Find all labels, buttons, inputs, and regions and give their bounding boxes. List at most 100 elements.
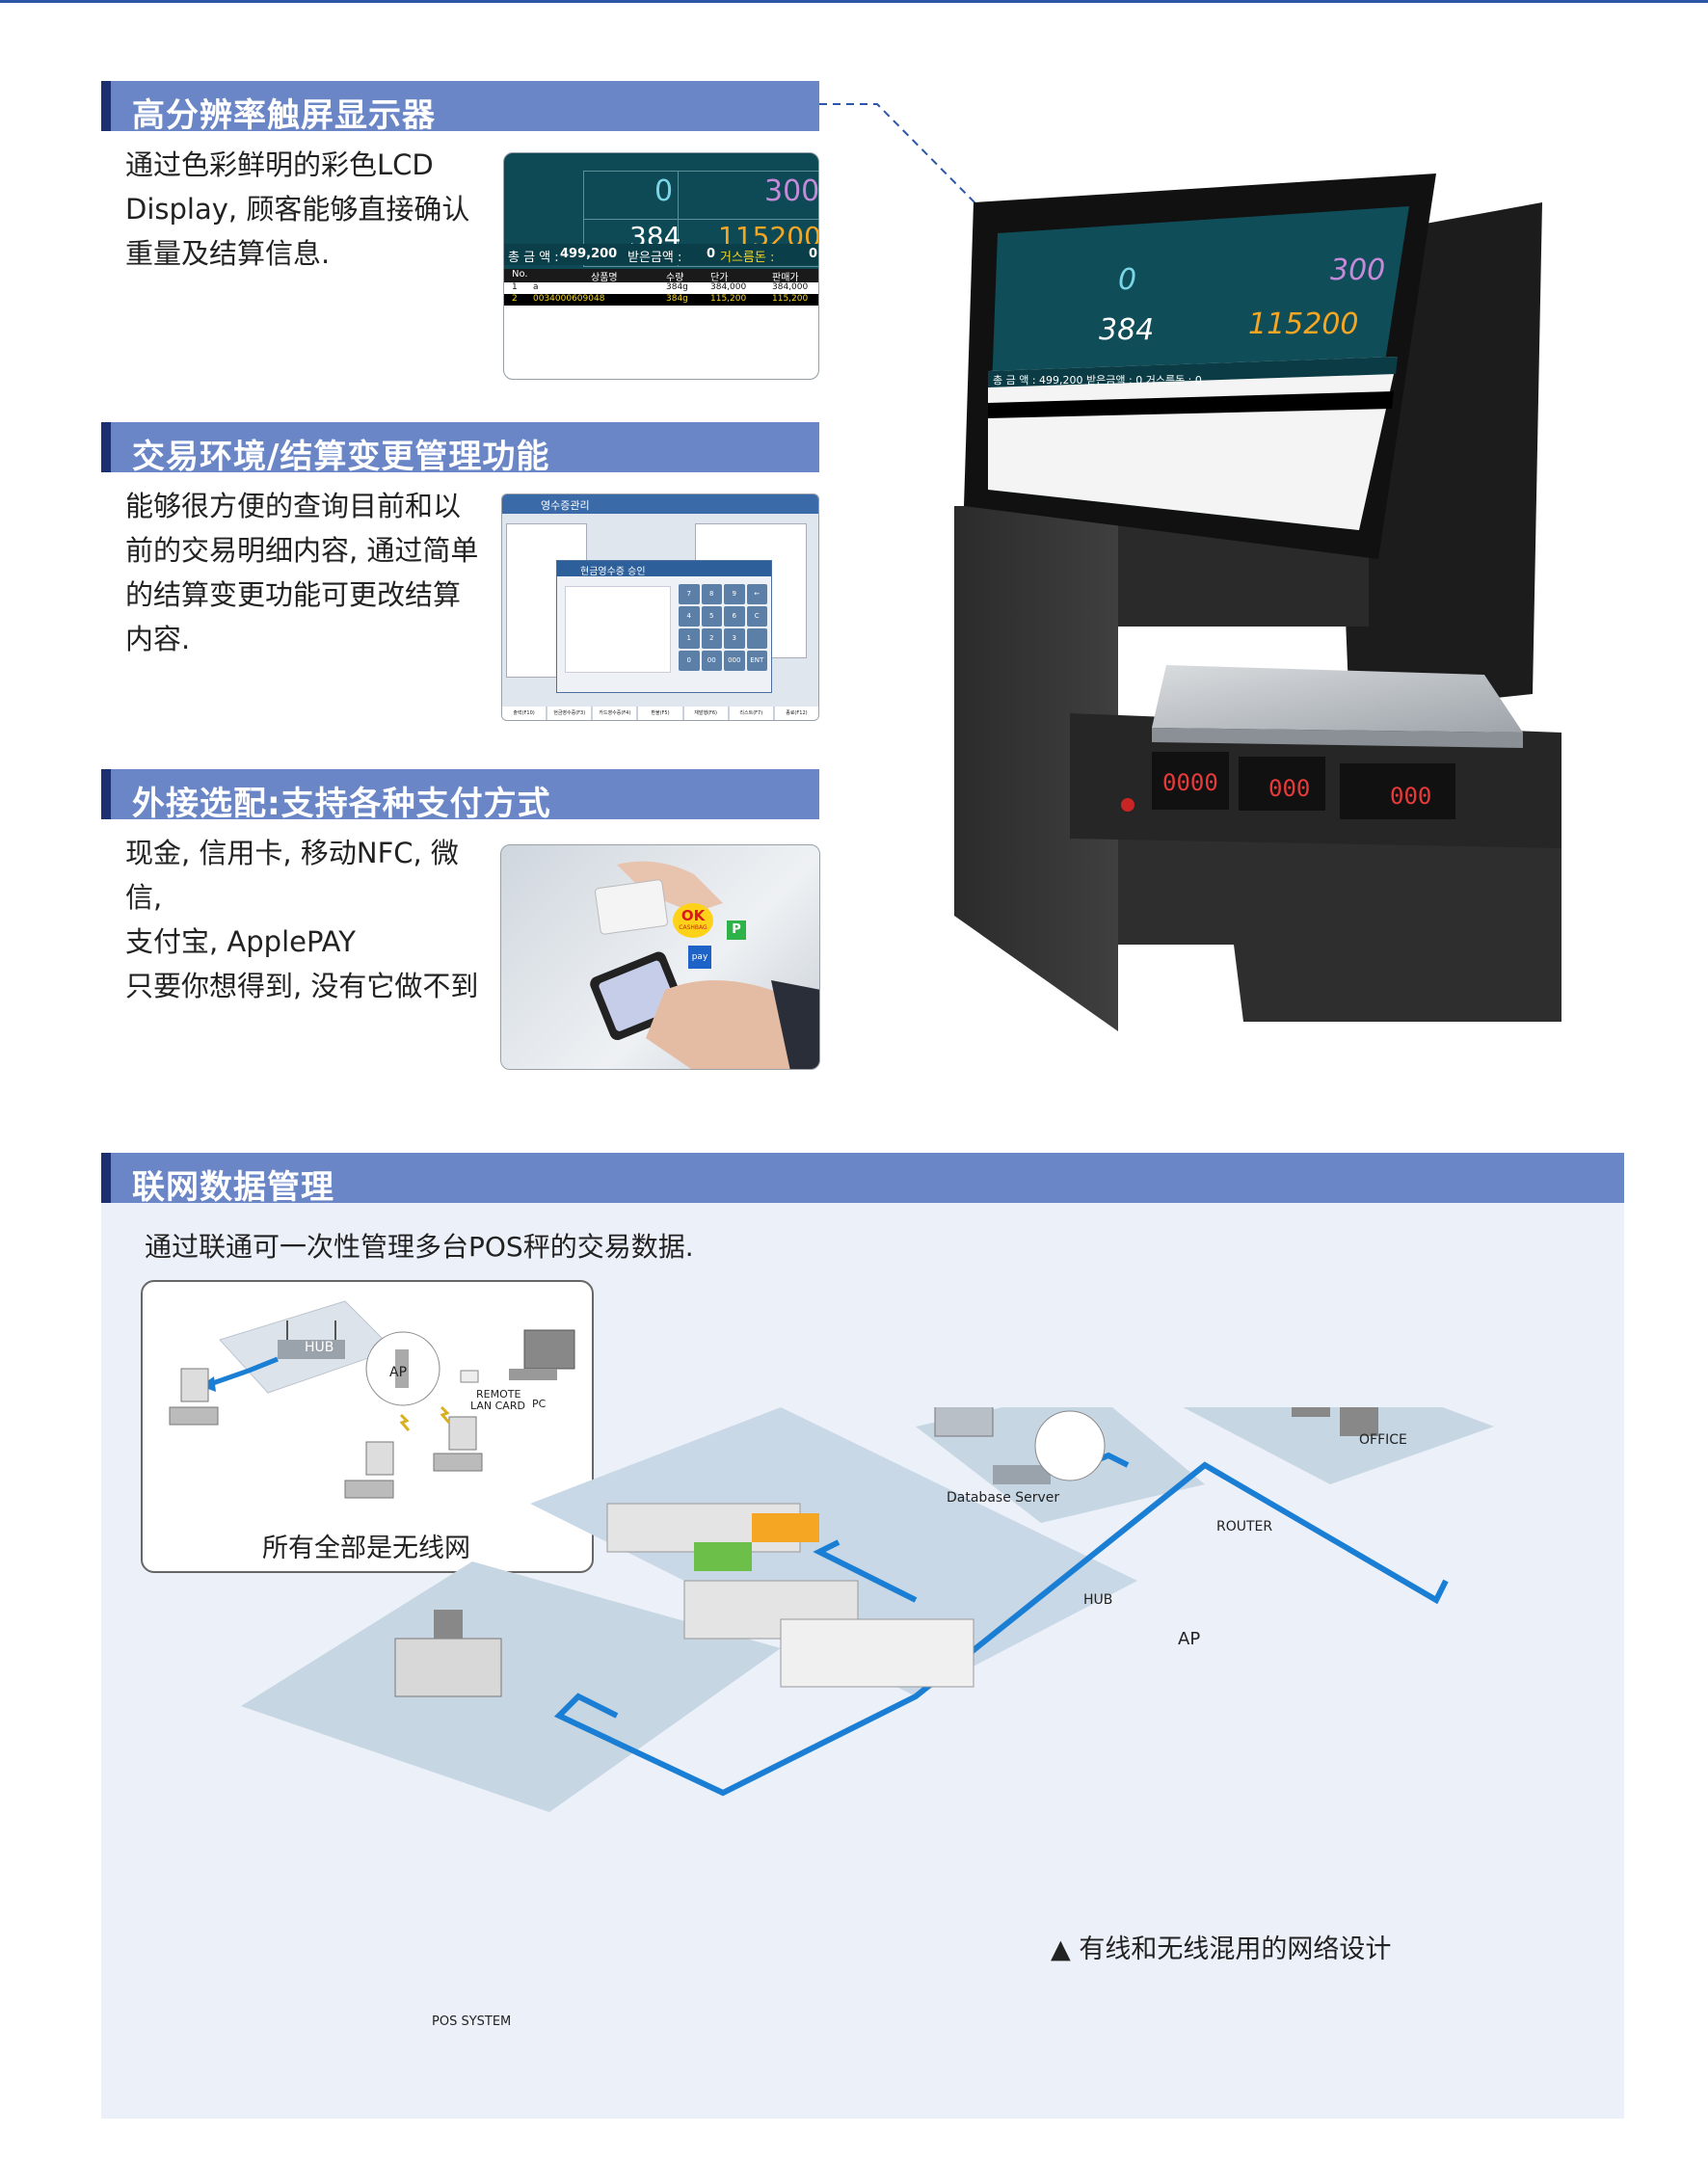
nfc-payment-illustration	[590, 861, 819, 1069]
section-title: 交易环境/结算变更管理功能	[132, 438, 550, 476]
svg-text:총 금 액 : 499,200 받은금액 :: 총 금 액 : 499,200 받은금액 : 0 거스름돈 : 0	[993, 374, 1202, 387]
pos-label: POS SYSTEM	[432, 2014, 512, 2029]
led-digits-1: 0000	[1162, 769, 1218, 796]
lan-card-label: LAN CARD	[470, 1400, 525, 1412]
text-line: 现金, 信用卡, 移动NFC, 微信,	[125, 837, 459, 914]
network-intro: 通过联通可一次性管理多台POS秤的交易数据.	[145, 1231, 694, 1263]
svg-text:0: 0	[1118, 263, 1136, 297]
display-text: 通过色彩鲜明的彩色LCD Display, 顾客能够直接确认 重量及结算信息.	[125, 143, 472, 276]
network-caption: ▲ 有线和无线混用的网络设计	[1051, 1934, 1392, 1964]
keypad-key[interactable]: 1	[679, 628, 700, 649]
led-digits-3: 000	[1390, 783, 1431, 810]
ap-label: AP	[1178, 1629, 1201, 1649]
cell: 115,200	[772, 294, 809, 304]
text-line: 重量及结算信息.	[125, 237, 331, 270]
text-line: 支付宝, ApplePAY	[125, 925, 356, 958]
remote-label: REMOTE	[476, 1388, 521, 1401]
table-row: 1 a 384g 384,000 384,000	[504, 282, 818, 294]
keypad-key[interactable]: 3	[724, 628, 745, 649]
keypad-key[interactable]: 4	[679, 606, 700, 627]
section-header-trade: 交易环境/结算变更管理功能	[101, 422, 819, 476]
svg-text:115200: 115200	[1248, 307, 1359, 341]
col-header: 단가	[710, 273, 729, 283]
keypad-key[interactable]: 7	[679, 584, 700, 604]
keypad-key[interactable]	[746, 628, 767, 649]
change-label: 거스름돈 :	[720, 251, 775, 265]
ap-label: AP	[389, 1365, 408, 1380]
led-digits-2: 000	[1268, 775, 1310, 802]
keypad-key[interactable]: 9	[724, 584, 745, 604]
hub-label: HUB	[1083, 1592, 1113, 1608]
payment-text: 现金, 信用卡, 移动NFC, 微信, 支付宝, ApplePAY 只要你想得到…	[125, 831, 492, 1008]
cell: 0034000609048	[533, 294, 605, 304]
pay-logo: pay	[688, 946, 711, 969]
col-header: No.	[512, 269, 528, 280]
svg-text:384: 384	[1099, 313, 1154, 347]
section-header-network: 联网数据管理	[101, 1153, 1624, 1207]
cell: 384g	[666, 294, 688, 304]
receipt-tab[interactable]: 종료(F12)	[774, 707, 818, 720]
section-header-payment: 外接选配:支持各种支付方式	[101, 769, 819, 823]
text-line: Display, 顾客能够直接确认	[125, 193, 470, 226]
keypad-key[interactable]: 00	[701, 651, 722, 671]
table-row: 2 0034000609048 384g 115,200 115,200	[504, 294, 818, 306]
svg-text:300: 300	[1330, 253, 1385, 287]
keypad-key[interactable]: 000	[724, 651, 745, 671]
keypad-key[interactable]: ←	[746, 584, 767, 604]
keypad-key[interactable]: C	[746, 606, 767, 627]
receipt-tab[interactable]: 재발행(F6)	[683, 707, 728, 720]
receipt-tab[interactable]: 출력(F10)	[502, 707, 547, 720]
text-line: 只要你想得到, 没有它做不到	[125, 970, 479, 1002]
receipt-tab[interactable]: 카드영수증(F4)	[593, 707, 637, 720]
pc-label: PC	[532, 1398, 547, 1410]
section-title: 外接选配:支持各种支付方式	[132, 785, 551, 823]
office-label: OFFICE	[1359, 1432, 1407, 1448]
cell: 384g	[666, 282, 688, 292]
cell: 384,000	[772, 282, 809, 292]
text-line: 内容.	[125, 623, 191, 655]
lcd-300: 300	[764, 174, 819, 208]
receipt-tab[interactable]: 환불(F5)	[638, 707, 682, 720]
text-line: 的结算变更功能可更改结算	[125, 578, 462, 611]
text-line: 能够很方便的查询目前和以	[125, 490, 462, 522]
wireless-caption: 所有全部是无线网	[262, 1534, 470, 1563]
received-label: 받은금액 :	[627, 251, 682, 265]
pos-scale-image: 0000 000 000 0 300 384 115200 총 금 액 : 49…	[954, 173, 1561, 1031]
p-logo: P	[727, 920, 746, 940]
keypad-key[interactable]: 8	[701, 584, 722, 604]
payment-photo: OK CASHBAG P pay	[500, 844, 820, 1070]
lcd-screenshot: 0 300 384 115200 총 금 액 : 499,200 받은금액 : …	[503, 152, 819, 380]
cell: 2	[512, 294, 518, 304]
receipt-tab[interactable]: 현금영수증(F3)	[547, 707, 592, 720]
keypad-key[interactable]: 2	[701, 628, 722, 649]
wireless-illustration	[169, 1300, 575, 1499]
keypad-key[interactable]: ENT	[746, 651, 767, 671]
section-title: 联网数据管理	[132, 1168, 334, 1207]
receipt-title: 영수증관리	[541, 499, 590, 512]
router-label: ROUTER	[1216, 1519, 1273, 1534]
cell: 384,000	[710, 282, 747, 292]
lcd-table-header: No. 상품명 수량 단가 판매가	[504, 269, 818, 283]
col-header: 상품명	[591, 273, 618, 283]
dialog-title: 현금영수증 승인	[557, 561, 771, 577]
cell: 115,200	[710, 294, 747, 304]
keypad-key[interactable]: 0	[679, 651, 700, 671]
trade-text: 能够很方便的查询目前和以 前的交易明细内容, 通过简单 的结算变更功能可更改结算…	[125, 484, 482, 661]
keypad-key[interactable]: 5	[701, 606, 722, 627]
wireless-diagram: HUB AP REMOTE LAN CARD PC 所有全部是无线网	[141, 1280, 594, 1573]
text-line: 通过色彩鲜明的彩色LCD	[125, 148, 434, 181]
receipt-tab[interactable]: 리스트(F7)	[729, 707, 773, 720]
total-value: 499,200	[560, 247, 618, 261]
section-title: 高分辨率触屏显示器	[132, 96, 436, 135]
lcd-table: No. 상품명 수량 단가 판매가 1 a 384g 384,000 384,0…	[504, 269, 818, 379]
text-line: 前的交易明细内容, 通过简单	[125, 534, 479, 567]
col-header: 판매가	[772, 273, 799, 283]
cell: a	[533, 282, 539, 292]
lcd-zero: 0	[654, 174, 674, 208]
receipt-tabs: 출력(F10)현금영수증(F3)카드영수증(F4)환불(F5)재발행(F6)리스…	[502, 707, 818, 720]
keypad-key[interactable]: 6	[724, 606, 745, 627]
ok-cashbag-logo: OK CASHBAG	[673, 903, 713, 938]
